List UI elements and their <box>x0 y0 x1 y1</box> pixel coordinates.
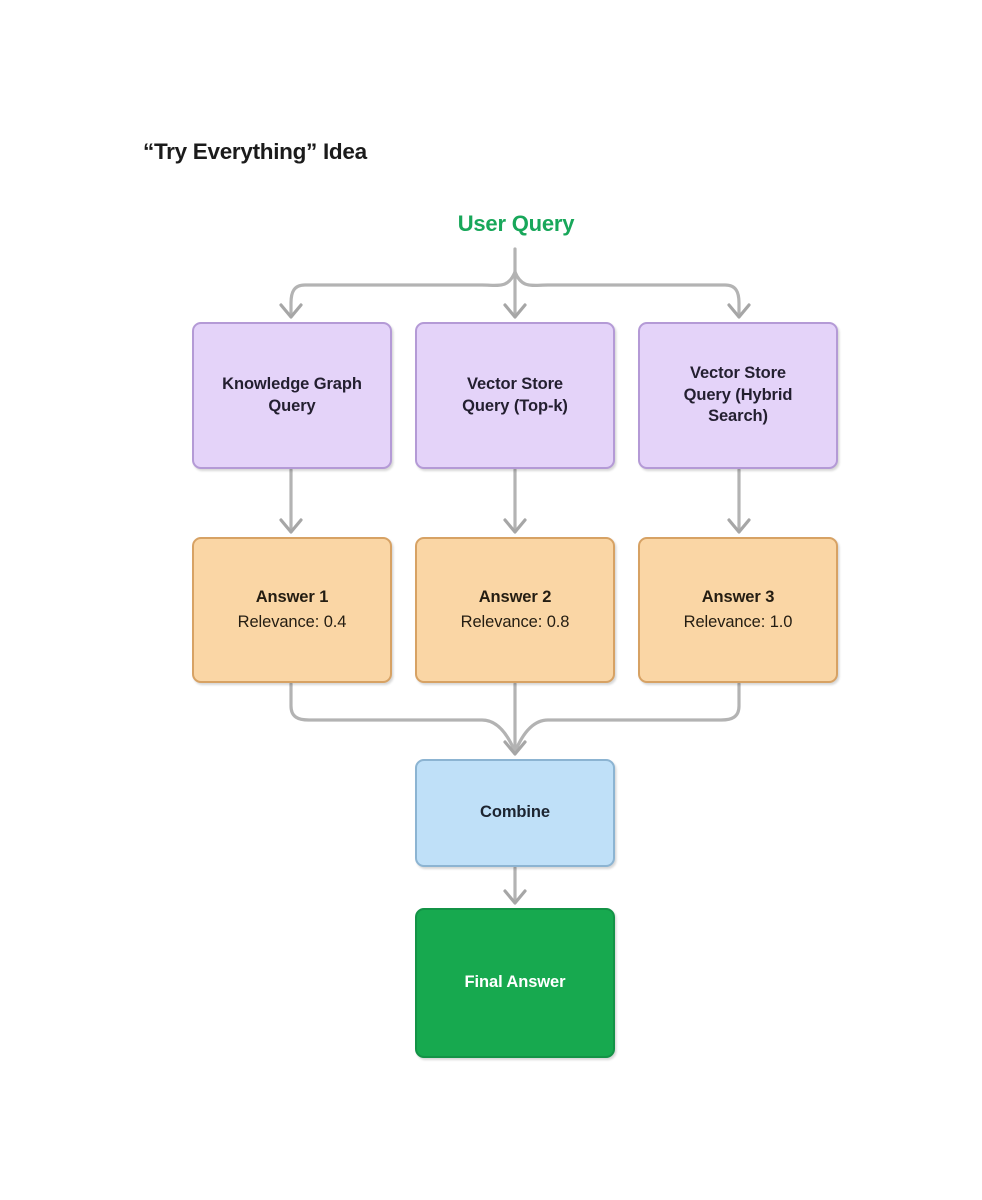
arrowhead-topk <box>503 303 527 319</box>
arrowhead-answer1 <box>279 518 303 534</box>
node-title: Final Answer <box>464 973 566 992</box>
node-title: Answer 2 <box>478 587 552 606</box>
node-title: Answer 3 <box>701 587 775 606</box>
arrowhead-answer3 <box>727 518 751 534</box>
node-label-line3: Search) <box>708 407 768 426</box>
edge-root-to-kg <box>289 270 517 317</box>
arrowhead-hybrid <box>727 303 751 319</box>
root-node-user-query[interactable]: User Query <box>457 211 575 236</box>
node-label-line2: Query (Top-k) <box>462 396 568 415</box>
node-relevance: Relevance: 0.8 <box>460 612 570 631</box>
node-vector-store-query-topk[interactable]: Vector Store Query (Top-k) <box>415 322 615 469</box>
node-answer-1[interactable]: Answer 1 Relevance: 0.4 <box>192 537 392 683</box>
node-title: Combine <box>480 803 550 822</box>
node-title: Answer 1 <box>255 587 329 606</box>
node-relevance: Relevance: 0.4 <box>237 612 347 631</box>
arrowhead-kg <box>279 303 303 319</box>
arrowhead-answer2 <box>503 518 527 534</box>
node-label-line1: Knowledge Graph <box>222 374 362 393</box>
node-knowledge-graph-query[interactable]: Knowledge Graph Query <box>192 322 392 469</box>
arrowhead-combine <box>503 740 527 756</box>
node-label-line2: Query <box>268 396 316 415</box>
edge-root-to-hybrid <box>513 270 741 317</box>
node-relevance: Relevance: 1.0 <box>683 612 793 631</box>
page-title: “Try Everything” Idea <box>143 139 367 164</box>
node-label-line1: Vector Store <box>466 374 563 393</box>
node-label-line1: Vector Store <box>689 363 786 382</box>
node-answer-3[interactable]: Answer 3 Relevance: 1.0 <box>638 537 838 683</box>
node-answer-2[interactable]: Answer 2 Relevance: 0.8 <box>415 537 615 683</box>
node-label-line2: Query (Hybrid <box>683 385 793 404</box>
edge-answer3-to-combine <box>513 682 741 754</box>
node-combine[interactable]: Combine <box>415 759 615 867</box>
edge-answer1-to-combine <box>289 682 517 754</box>
arrowhead-final <box>503 889 527 905</box>
node-vector-store-query-hybrid[interactable]: Vector Store Query (Hybrid Search) <box>638 322 838 469</box>
node-final-answer[interactable]: Final Answer <box>415 908 615 1058</box>
